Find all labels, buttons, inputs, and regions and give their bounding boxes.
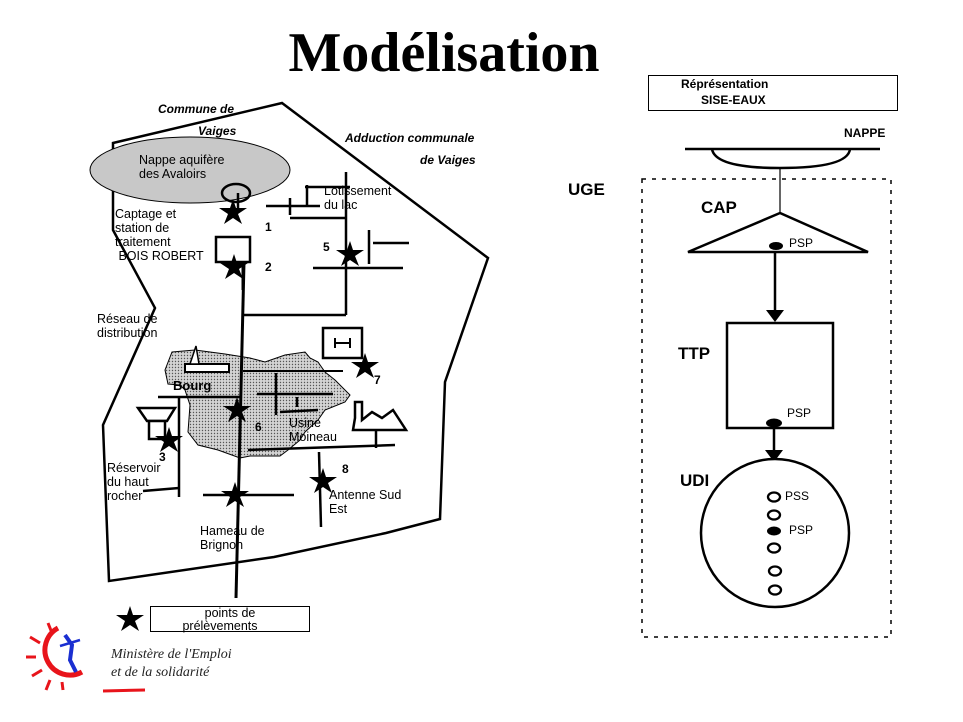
reservoir-funnel — [135, 406, 178, 423]
udi-point — [767, 565, 783, 577]
point-number-6: 6 — [255, 420, 262, 434]
cap-title: CAP — [701, 198, 737, 217]
point-number-8: 8 — [342, 462, 349, 476]
cap-psp-point — [769, 242, 783, 250]
usine-label-line: Moineau — [289, 430, 337, 444]
legend-label-line: points de — [204, 606, 256, 620]
reseau-label-line: Réseau de — [97, 312, 158, 326]
usine-label: Usine Moineau — [289, 416, 337, 444]
udi-point — [766, 509, 782, 521]
reservoir-label-line: rocher — [107, 489, 143, 503]
hameau-label-line: Brignon — [200, 538, 244, 552]
nappe-label: Nappe aquifère des Avaloirs — [139, 153, 224, 181]
commune-label-line: Vaiges — [198, 124, 237, 138]
udi-point — [767, 584, 783, 596]
udi-pss-point — [766, 491, 782, 503]
church-rect — [184, 363, 230, 373]
adduction-label-line: de Vaiges — [420, 153, 476, 167]
reseau-label: Réseau de distribution — [97, 312, 157, 340]
udi-psp-point — [767, 526, 781, 536]
ministry-name-line: Ministère de l'Emploi — [111, 647, 232, 662]
nappe-label-line: Nappe aquifère — [139, 153, 225, 167]
bourg-area — [164, 349, 351, 459]
arrow-ttp-udi — [765, 450, 783, 462]
udi-point — [766, 542, 782, 554]
point-number-2: 2 — [265, 260, 272, 274]
point-number-5: 5 — [323, 240, 330, 254]
bourg-label: Bourg — [173, 378, 212, 393]
legend-star-icon — [116, 606, 144, 631]
point-number-3: 3 — [159, 450, 166, 464]
reservoir-label-line: Réservoir — [107, 461, 161, 475]
udi-psp-label: PSP — [789, 523, 814, 537]
udi-pss-label: PSS — [785, 489, 810, 503]
factory-icon — [351, 400, 409, 432]
usine-label-line: Usine — [289, 416, 321, 430]
captage-label-line: Captage et — [115, 207, 177, 221]
cap-psp-label: PSP — [789, 236, 814, 250]
captage-label-line: traitement — [115, 235, 171, 249]
nappe-title: NAPPE — [844, 126, 886, 140]
sise-header-line: Réprésentation — [681, 77, 769, 91]
nappe-arc — [710, 148, 852, 170]
reservoir-label: Réservoir du haut rocher — [107, 461, 161, 503]
udi-title: UDI — [680, 471, 710, 490]
sampling-point-1-star-icon — [219, 199, 247, 224]
legend-label-box: points de prélèvements — [150, 606, 310, 633]
cap-triangle — [687, 211, 869, 254]
lotissement-label-line: du lac — [324, 198, 358, 212]
ministry-logo-icon — [26, 622, 146, 693]
commune-boundary — [101, 101, 490, 583]
adduction-label-line: Adduction communale — [345, 131, 475, 145]
antenne-label: Antenne Sud Est — [329, 488, 401, 516]
adduction-label: Adduction communale de Vaiges — [345, 127, 476, 171]
church-spire — [188, 345, 200, 365]
arrow-cap-ttp — [766, 310, 784, 322]
page-title: Modélisation — [288, 22, 600, 84]
ministry-name-line: et de la solidarité — [111, 665, 210, 680]
point-number-1: 1 — [265, 220, 272, 234]
captage-well — [220, 182, 252, 204]
hameau-label: Hameau de Brignon — [200, 524, 265, 552]
sise-header-line: SISE-EAUX — [701, 93, 766, 107]
reseau-label-line: distribution — [97, 326, 158, 340]
lotissement-label-line: Lotissement — [324, 184, 392, 198]
sise-header-box: Réprésentation SISE-EAUX — [648, 75, 898, 111]
uge-boundary — [641, 178, 892, 638]
antenne-label-line: Antenne Sud — [329, 488, 402, 502]
commune-label: Commune de Vaiges — [158, 98, 236, 142]
ttp-title: TTP — [678, 344, 711, 363]
commune-label-line: Commune de — [158, 102, 235, 116]
hameau-label-line: Hameau de — [200, 524, 265, 538]
point-number-7: 7 — [374, 373, 381, 387]
uge-title: UGE — [568, 180, 605, 199]
antenne-label-line: Est — [329, 502, 348, 516]
ttp-psp-point — [766, 418, 782, 428]
captage-label-line: BOIS ROBERT — [115, 249, 204, 263]
ttp-box — [725, 321, 835, 430]
ttp-psp-label: PSP — [787, 406, 812, 420]
reservoir-label-line: du haut — [107, 475, 149, 489]
nappe-aquifere-ellipse — [89, 136, 291, 204]
captage-label: Captage et station de traitement BOIS RO… — [115, 207, 204, 263]
ministry-name: Ministère de l'Emploi et de la solidarit… — [111, 646, 232, 682]
sampling-point-5-star-icon — [336, 241, 364, 266]
lotissement-label: Lotissement du lac — [324, 184, 391, 212]
captage-label-line: station de — [115, 221, 170, 235]
nappe-label-line: des Avaloirs — [139, 167, 207, 181]
legend-label-line: prélèvements — [182, 619, 258, 633]
